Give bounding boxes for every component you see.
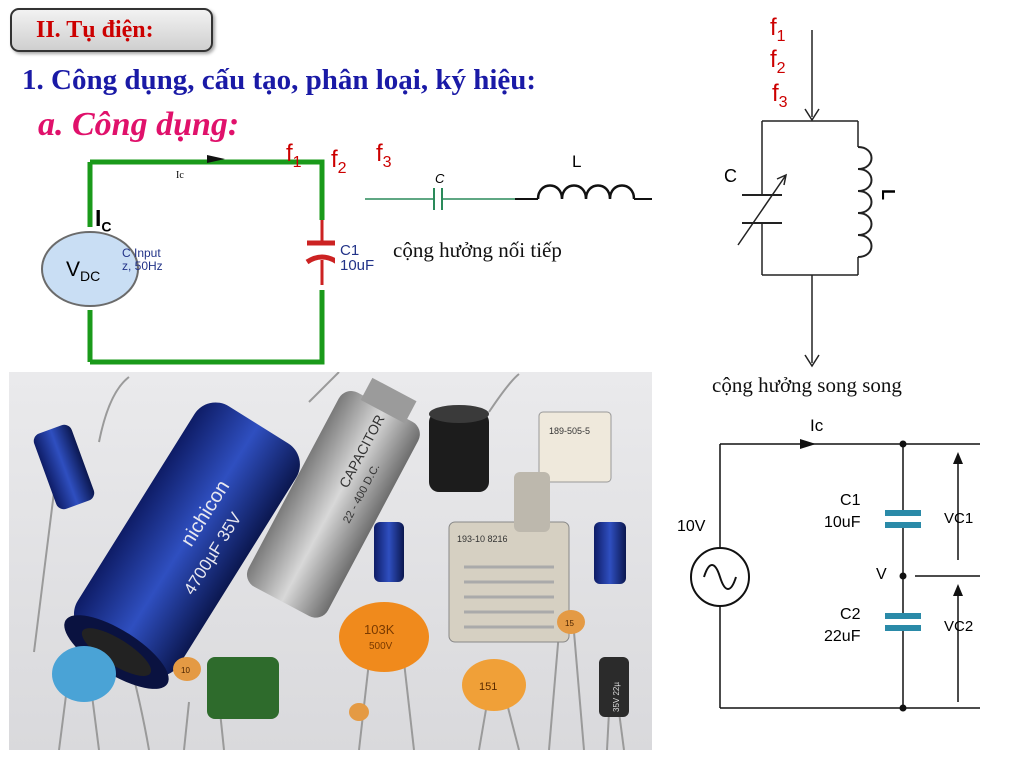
series-c-label: C: [435, 171, 445, 186]
series-lc-diagram: [365, 184, 652, 210]
section-heading: 1. Công dụng, cấu tạo, phân loại, ký hiệ…: [22, 64, 537, 96]
dc-source: [41, 231, 139, 307]
freq-f3: f3: [376, 140, 392, 171]
photo-label-35v: 35V 22µ: [612, 682, 621, 712]
ic-arrow: [800, 439, 816, 449]
variable-arrow: [737, 174, 787, 246]
c1-plate-bottom: [885, 522, 921, 528]
par-freq-f3: f3: [772, 80, 788, 111]
current-arrow: [207, 155, 225, 163]
parallel-lc-diagram: [737, 30, 873, 368]
c2-plate-top: [885, 613, 921, 619]
par-freq-f1: f1: [770, 14, 786, 45]
vc1-arrow-top: [953, 452, 963, 464]
wire-bottom: [90, 290, 325, 365]
parallel-caption: cộng hưởng song song: [712, 373, 902, 397]
capacitor-c1: [305, 220, 335, 285]
freq-f2: f2: [331, 146, 347, 177]
photo-label-189: 189-505-5: [549, 426, 590, 436]
photo-label-10: 10: [181, 666, 190, 675]
series-caption: cộng hưởng nối tiếp: [393, 238, 562, 262]
sine-icon: [703, 564, 737, 590]
freq-f1: f1: [286, 140, 302, 171]
current-label: IC: [95, 205, 112, 235]
wire-top: [90, 159, 325, 220]
vc2-arrow-top: [953, 584, 963, 596]
div-source-label: 10V: [677, 518, 706, 535]
vc2-label: VC2: [944, 618, 974, 635]
current-small-label: Ic: [176, 170, 184, 181]
section-badge: II. Tụ điện:: [10, 8, 213, 52]
par-l-label: L: [878, 189, 898, 200]
par-freq-f2: f2: [770, 46, 786, 77]
c2-plate-bottom: [885, 625, 921, 631]
par-inductor: [857, 146, 873, 258]
vc1-label: VC1: [944, 510, 974, 527]
c1-plate-top: [885, 510, 921, 516]
div-ic-label: Ic: [810, 416, 824, 435]
photo-label-103k: 103K: [364, 622, 395, 637]
v-node-label: V: [876, 566, 887, 583]
subheading: a. Công dụng:: [38, 106, 240, 143]
ac-source: [690, 547, 750, 607]
photo-label-193: 193-10 8216: [457, 534, 508, 544]
dc-circuit-diagram: [41, 155, 335, 365]
divider-circuit-diagram: [690, 439, 980, 712]
series-inductor: [536, 184, 636, 200]
photo-label-151: 151: [479, 681, 497, 693]
par-c-label: C: [724, 166, 737, 186]
series-l-label: L: [572, 152, 582, 171]
source-label: VDC: [66, 258, 101, 285]
photo-label-15: 15: [565, 619, 574, 628]
capacitors-photo: nichicon 4700µF 35V CAPACITOR 22 - 400 D…: [9, 372, 652, 750]
photo-label-500v: 500V: [369, 641, 393, 652]
